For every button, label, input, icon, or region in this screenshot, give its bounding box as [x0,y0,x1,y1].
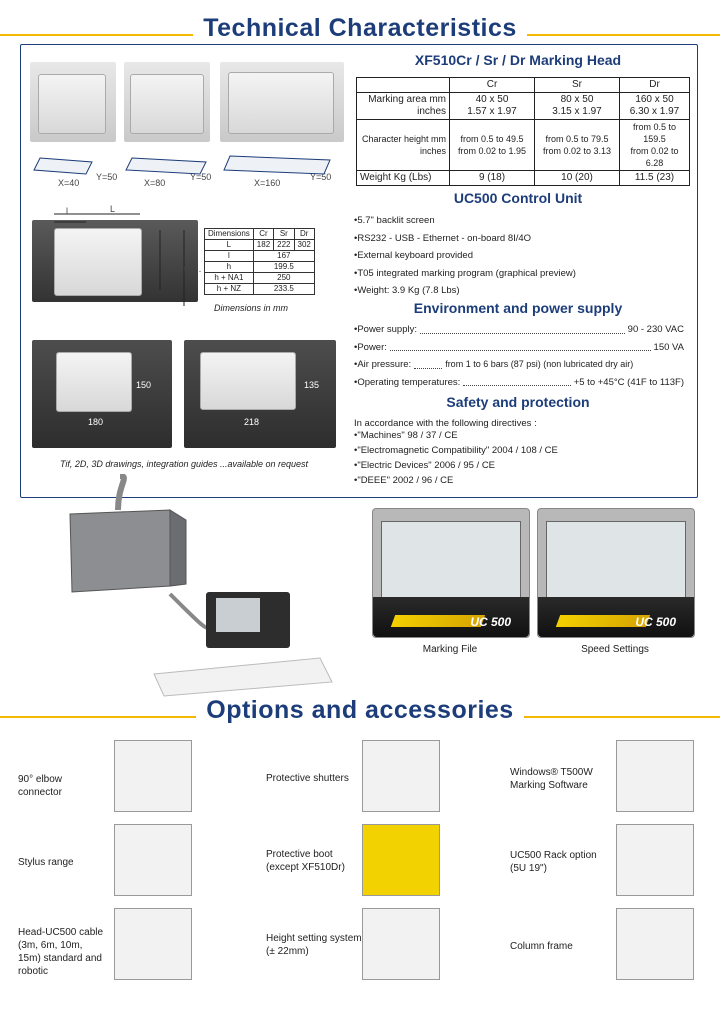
rack-option-image [616,824,694,896]
marking-file-screen: UC 500 [372,508,530,638]
elbow-connector-image [114,740,192,812]
height-setting-image [362,908,440,980]
uc500-list: 5.7" backlit screen RS232 - USB - Ethern… [354,212,684,300]
marking-head-title: XF510Cr / Sr / Dr Marking Head [414,52,622,68]
option-label-rack: UC500 Rack option (5U 19") [510,850,597,874]
marking-file-caption: Marking File [422,644,478,655]
speed-settings-caption: Speed Settings [581,644,649,655]
speed-settings-screen: UC 500 [537,508,695,638]
options-title: Options and accessories [0,696,720,725]
protective-shutters-image [362,740,440,812]
environment-title: Environment and power supply [413,300,623,316]
option-label-cable: Head-UC500 cable (3m, 6m, 10m, 15m) stan… [18,927,104,977]
option-label-stylus: Stylus range [18,857,74,868]
option-label-software: Windows® T500W Marking Software [510,767,593,791]
safety-list: "Machines" 98 / 37 / CE "Electromagnetic… [354,428,684,488]
option-label-boot: Protective boot (except XF510Dr) [266,849,345,873]
page-title: Technical Characteristics [0,14,720,43]
column-frame-image [616,908,694,980]
environment-list: Power supply:90 - 230 VAC Power:150 VA A… [354,321,684,391]
technical-panel [20,44,698,498]
protective-boot-image [362,824,440,896]
option-label-elbow: 90° elbow connector [18,774,63,798]
safety-title: Safety and protection [446,394,590,410]
option-label-column: Column frame [510,941,573,952]
marking-area-diagrams [33,155,331,175]
drawings-request-note: Tif, 2D, 3D drawings, integration guides… [60,459,309,469]
safety-intro: In accordance with the following directi… [354,418,537,429]
cable-image [114,908,192,980]
dimensions-note: Dimensions in mm [214,303,289,313]
option-label-height-setting: Height setting system (± 22mm) [266,933,362,957]
uc500-title: UC500 Control Unit [453,190,583,206]
stylus-range-image [114,824,192,896]
marking-software-image [616,740,694,812]
option-label-shutters: Protective shutters [266,773,349,784]
